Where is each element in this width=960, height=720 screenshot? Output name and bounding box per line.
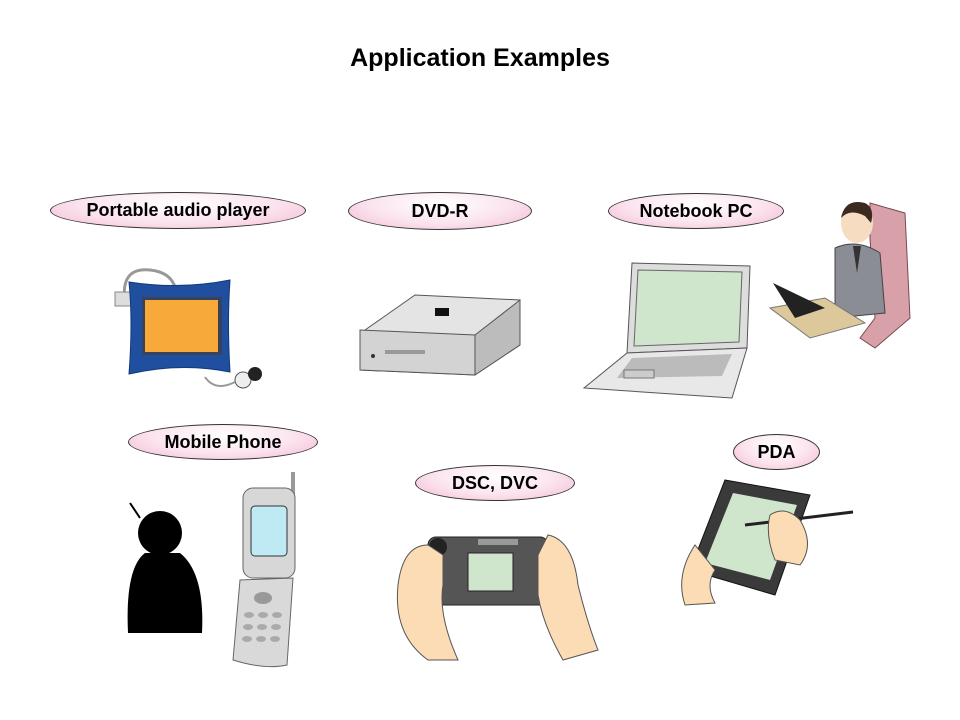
portable-audio-player-image <box>114 268 262 389</box>
businessman-with-laptop-image <box>768 202 911 349</box>
digital-camera-image <box>396 534 599 661</box>
person-on-phone-silhouette-image <box>127 502 203 633</box>
label-dvd-r: DVD-R <box>348 192 532 230</box>
label-portable-audio-player: Portable audio player <box>50 192 306 229</box>
slide-title: Application Examples <box>350 44 610 72</box>
label-pda: PDA <box>733 434 820 470</box>
notebook-pc-image <box>582 262 751 399</box>
label-mobile-phone: Mobile Phone <box>128 424 318 460</box>
label-notebook-pc: Notebook PC <box>608 193 784 229</box>
pda-image <box>681 479 854 606</box>
label-dsc-dvc: DSC, DVC <box>415 465 575 501</box>
mobile-phone-image <box>232 472 296 668</box>
dvd-r-drive-image <box>359 294 521 376</box>
